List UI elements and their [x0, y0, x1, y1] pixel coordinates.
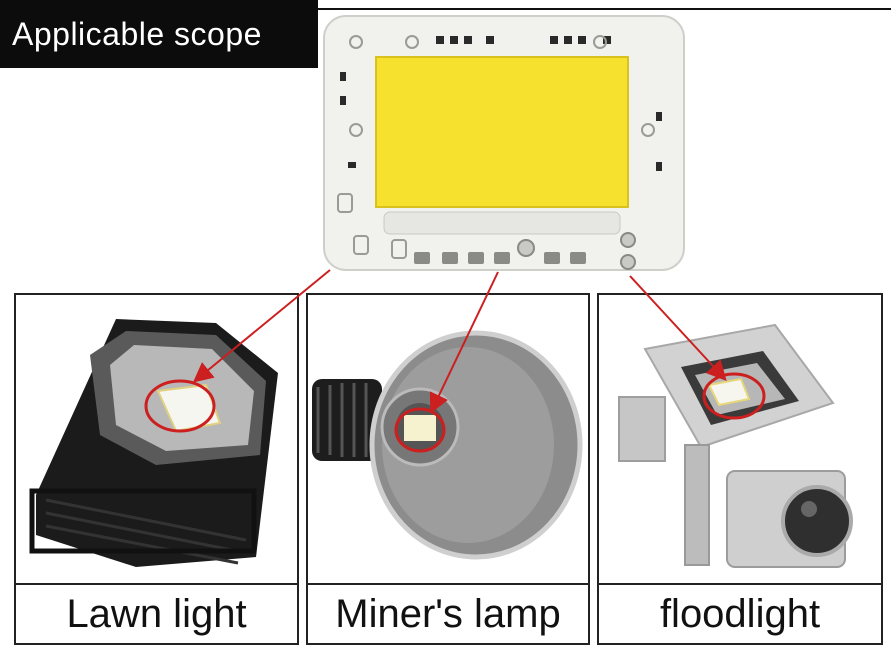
banner: Applicable scope: [0, 0, 318, 68]
floodlight-image: [599, 295, 881, 587]
panel-lawn-light: Lawn light: [14, 293, 299, 645]
caption-miners-lamp: Miner's lamp: [308, 583, 588, 643]
caption-lawn-light: Lawn light: [16, 583, 297, 643]
caption-floodlight: floodlight: [599, 583, 881, 643]
lawn-light-image: [16, 295, 297, 587]
miners-lamp-image: [308, 295, 588, 587]
banner-title: Applicable scope: [12, 16, 262, 52]
top-divider: [318, 8, 891, 10]
panel-floodlight: floodlight: [597, 293, 883, 645]
cob-led-chip-image: [323, 15, 685, 271]
cob-led-chip: [318, 12, 690, 274]
panel-miners-lamp: Miner's lamp: [306, 293, 590, 645]
